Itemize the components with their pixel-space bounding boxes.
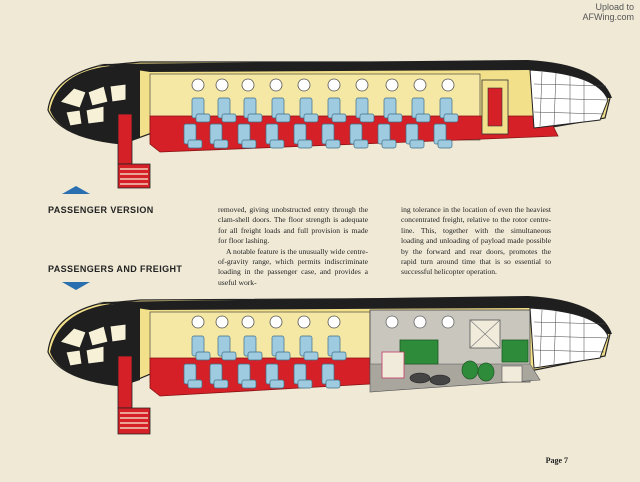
page-number: Page 7	[545, 456, 568, 465]
passenger-version-cutaway	[0, 40, 640, 205]
paragraph: A notable feature is the unusually wide …	[218, 246, 368, 287]
watermark-line-1: Upload to	[595, 2, 634, 12]
triangle-up-icon	[62, 186, 90, 194]
paragraph: ing tolerance in the location of even th…	[401, 205, 551, 277]
body-text-column-1: removed, giving unobstructed entry throu…	[218, 205, 368, 288]
body-text-column-2: ing tolerance in the location of even th…	[401, 205, 551, 278]
passenger-version-heading: PASSENGER VERSION	[48, 205, 154, 215]
passengers-and-freight-cutaway	[0, 292, 640, 450]
passengers-and-freight-heading: PASSENGERS AND FREIGHT	[48, 264, 183, 274]
watermark: Upload to AFWing.com	[582, 2, 634, 22]
triangle-down-icon	[62, 282, 90, 290]
paragraph: removed, giving unobstructed entry throu…	[218, 205, 368, 246]
watermark-line-2: AFWing.com	[582, 12, 634, 22]
